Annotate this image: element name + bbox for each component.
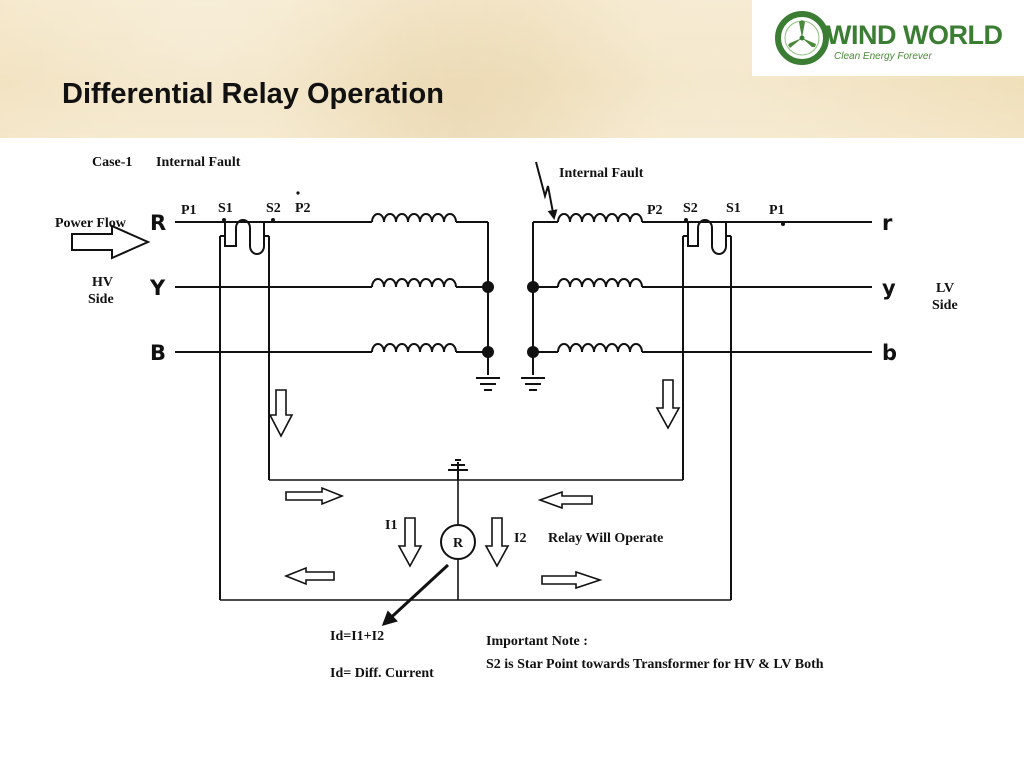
- top-right-flow-arrow: [537, 490, 593, 510]
- logo-tagline: Clean Energy Forever: [834, 51, 932, 62]
- note-title: Important Note :: [486, 634, 588, 649]
- lv-label: LV: [936, 281, 954, 296]
- fault-arrow-icon: [535, 161, 558, 220]
- lv-phase-b: b: [882, 341, 897, 365]
- case-label: Case-1: [92, 155, 132, 170]
- relay-icon: [440, 524, 476, 560]
- hv-s1-label: S1: [218, 201, 233, 216]
- star-point-dots: [482, 281, 539, 358]
- hv-p2-label: P2: [295, 201, 311, 216]
- lv-windings: [557, 213, 643, 353]
- id-equation: Id=I1+I2: [330, 629, 384, 644]
- lv-s1-label: S1: [726, 201, 741, 216]
- power-flow-arrow: [71, 224, 151, 260]
- page-title: Differential Relay Operation: [62, 78, 444, 110]
- lv-down-arrow: [655, 379, 681, 430]
- i1-arrow: [397, 517, 423, 568]
- secondary-earth-icon: [448, 459, 468, 480]
- wind-turbine-icon: [775, 11, 829, 65]
- transformer-earth-icons: [476, 377, 545, 391]
- hv-phase-b: B: [150, 341, 166, 365]
- hv-p1-label: P1: [181, 203, 197, 218]
- hv-phase-r: R: [150, 211, 166, 235]
- differential-relay-diagram: Case-1 Internal Fault Power Flow HV Side…: [55, 155, 958, 681]
- logo-name: WIND WORLD: [826, 20, 1003, 50]
- case-fault-label: Internal Fault: [156, 155, 241, 170]
- lv-phase-y: y: [882, 276, 896, 300]
- note-text: S2 is Star Point towards Transformer for…: [486, 657, 824, 672]
- lv-phase-r: r: [882, 211, 893, 235]
- lv-p2-label: P2: [647, 203, 663, 218]
- bottom-left-flow-arrow: [283, 566, 335, 586]
- lv-s2-label: S2: [683, 201, 698, 216]
- i2-arrow: [484, 517, 510, 568]
- hv-label: HV: [92, 275, 113, 290]
- relay-status-label: Relay Will Operate: [548, 531, 663, 546]
- hv-s2-label: S2: [266, 201, 281, 216]
- ct-hv: [219, 219, 270, 600]
- logo: [752, 0, 1024, 76]
- top-left-flow-arrow: [285, 486, 345, 506]
- ct-lv: [682, 219, 732, 600]
- i2-label: I2: [514, 531, 526, 546]
- lv-p1-label: P1: [769, 203, 785, 218]
- hv-side-label: Side: [88, 292, 114, 307]
- diff-current-arrow: [381, 563, 450, 627]
- fault-label: Internal Fault: [559, 166, 644, 181]
- id-description: Id= Diff. Current: [330, 666, 434, 681]
- relay-symbol: R: [453, 536, 464, 551]
- i1-label: I1: [385, 518, 397, 533]
- hv-down-arrow: [268, 389, 294, 438]
- secondary-circuit: [220, 479, 731, 601]
- lv-side-label: Side: [932, 298, 958, 313]
- current-arrows: [268, 379, 681, 590]
- hv-windings: [371, 213, 457, 353]
- hv-phase-y: Y: [149, 276, 166, 300]
- bottom-right-flow-arrow: [541, 570, 603, 590]
- power-flow-label: Power Flow: [55, 216, 127, 231]
